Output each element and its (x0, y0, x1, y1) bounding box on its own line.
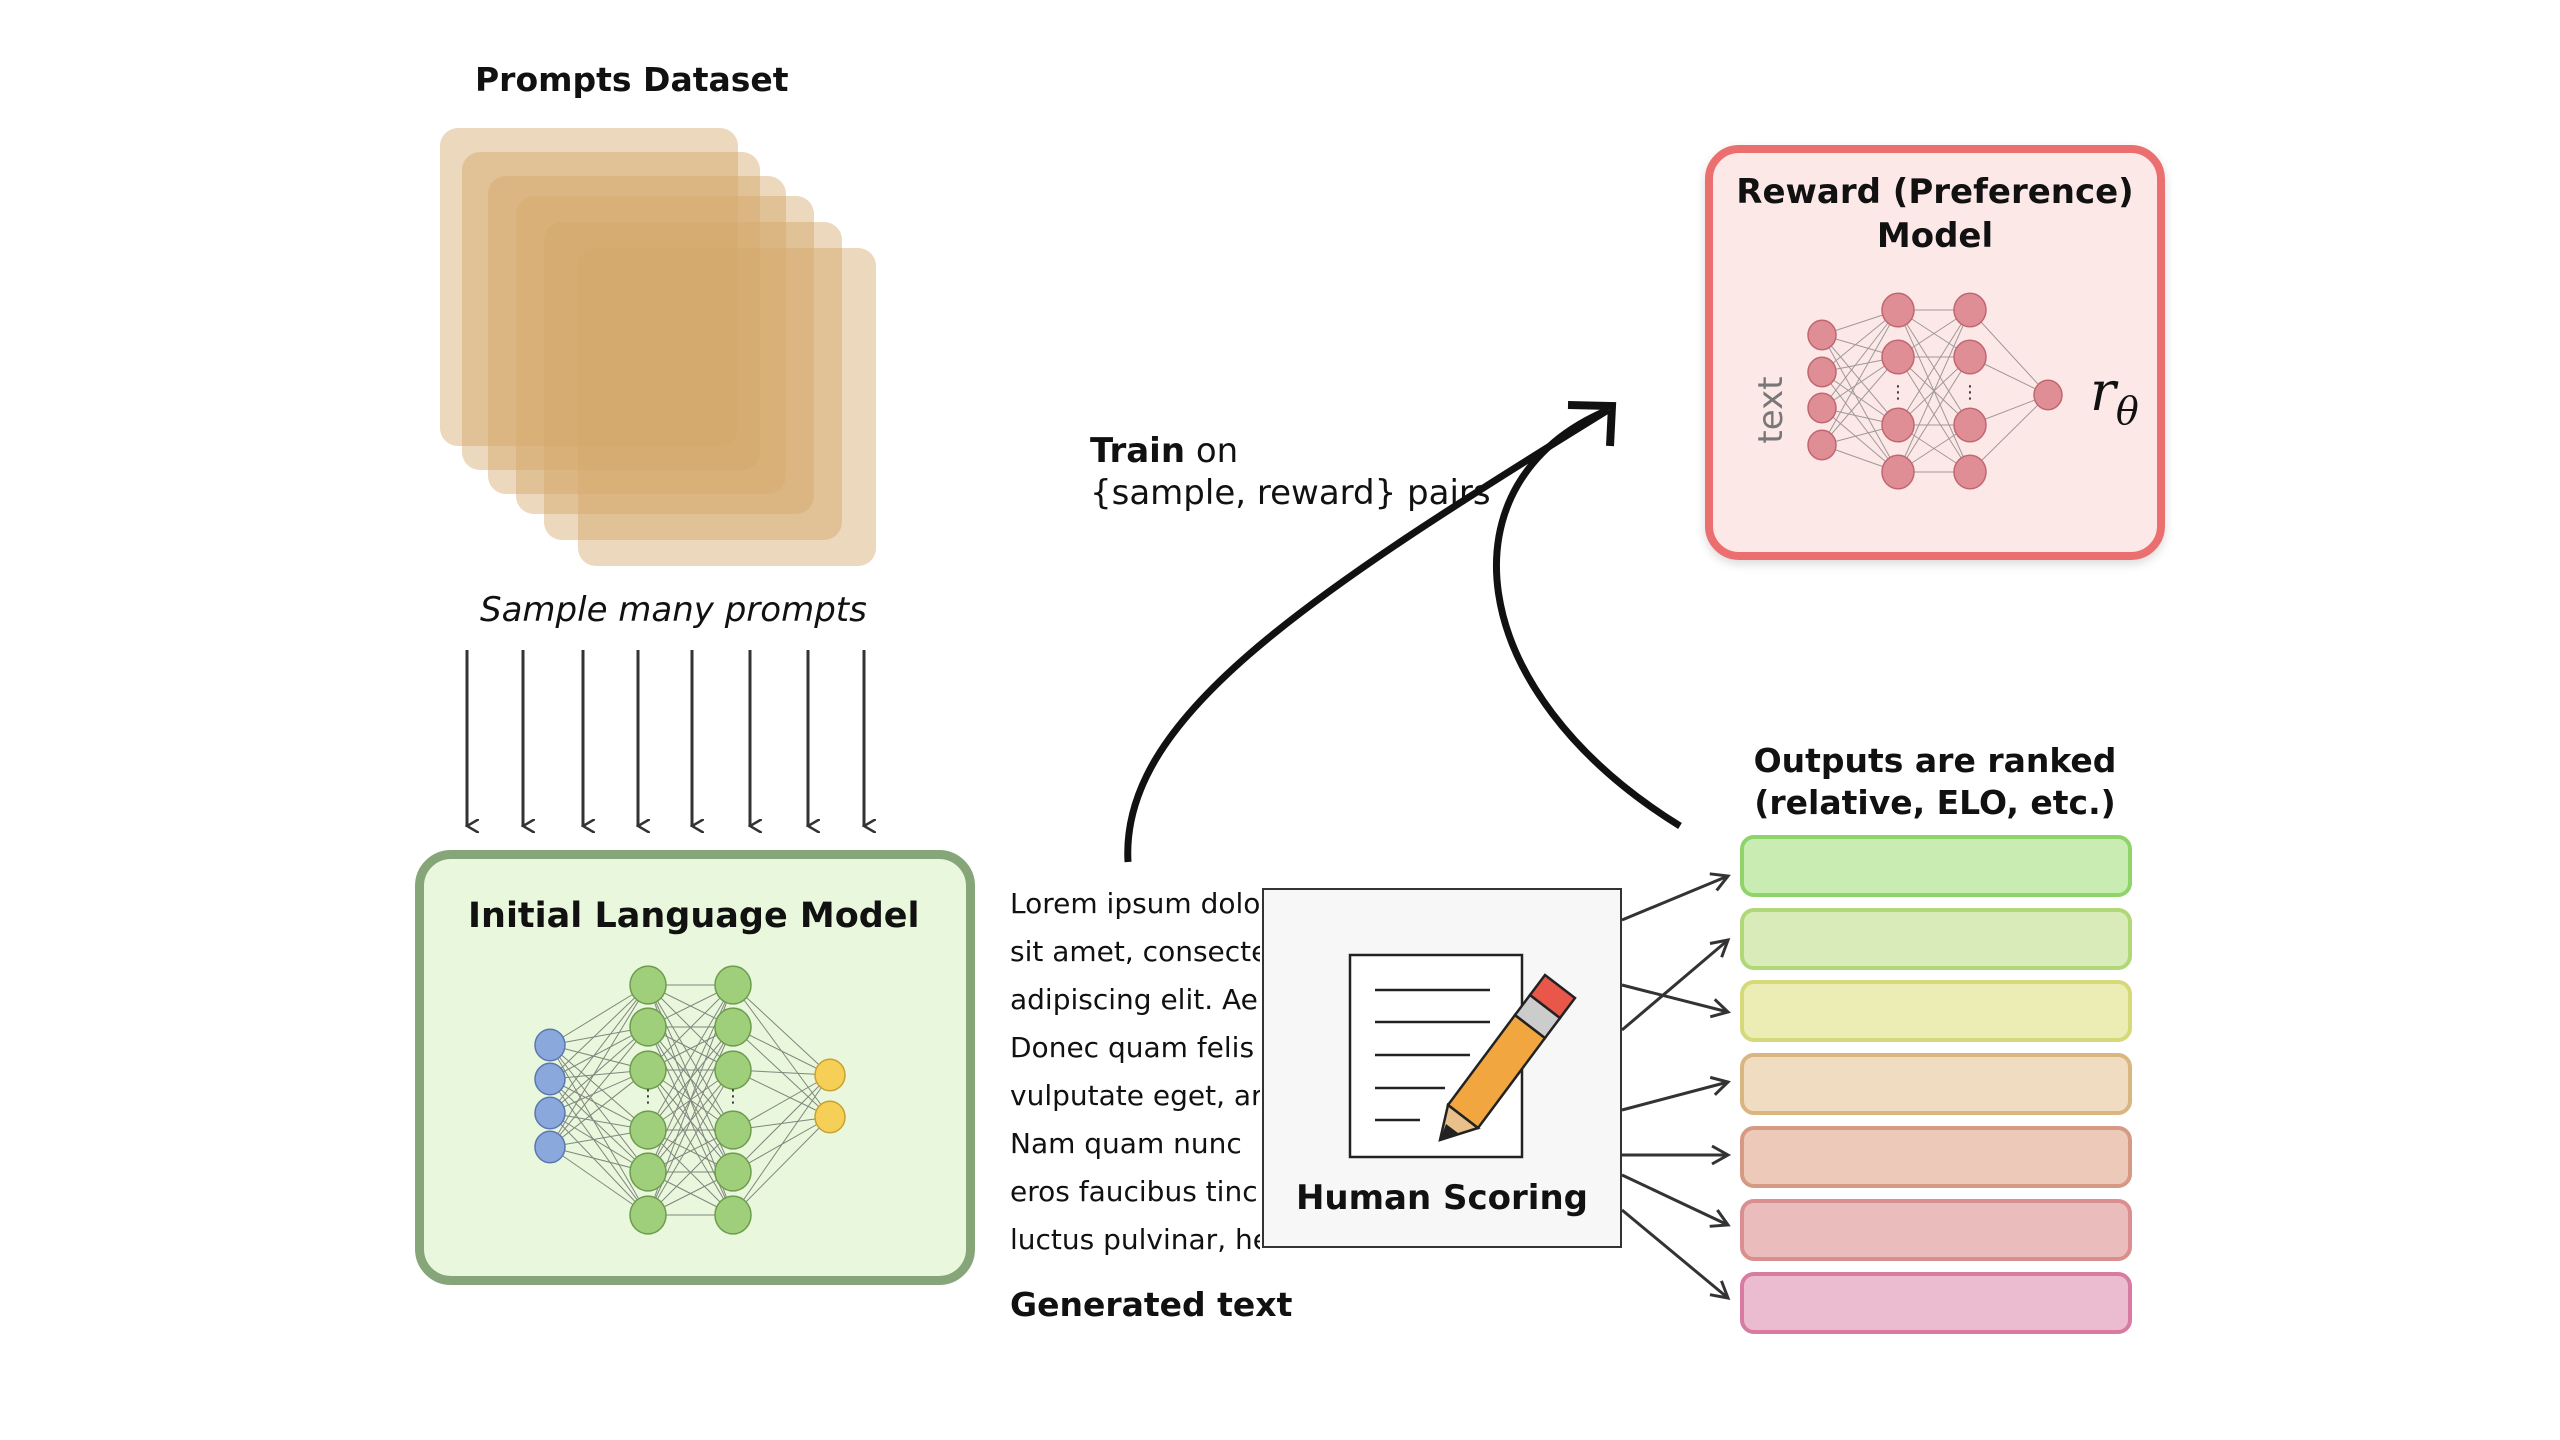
generated-text-line: Nam quam nunc (1010, 1127, 1242, 1160)
generated-text-line: Lorem ipsum dolor (1010, 887, 1260, 920)
generated-text-line: sit amet, consectet (1010, 935, 1260, 968)
train-label: Train on {sample, reward} pairs (1090, 430, 1491, 514)
network-node (1881, 454, 1915, 490)
network-node (1807, 356, 1837, 388)
network-node (534, 1062, 566, 1096)
ranked-output-bar (1740, 908, 2132, 970)
dataset-sheet (440, 128, 738, 446)
network-node (534, 1096, 566, 1130)
network-ellipsis: ⋮ (1961, 382, 1979, 403)
outputs-ranked-line2: (relative, ELO, etc.) (1754, 783, 2116, 822)
ranked-output-bar (1740, 1272, 2132, 1334)
network-ellipsis: ⋮ (639, 1086, 657, 1107)
network-node (2033, 379, 2063, 411)
generated-text-line: eros faucibus tincic (1010, 1175, 1260, 1208)
network-node (714, 1110, 752, 1150)
network-node (1953, 454, 1987, 490)
train-label-bold: Train (1090, 431, 1186, 471)
network-node (814, 1058, 846, 1092)
network-node (714, 965, 752, 1005)
generated-text-line: vulputate eget, arc (1010, 1079, 1260, 1112)
rm-input-label: text (1751, 376, 1791, 443)
network-node (629, 1195, 667, 1235)
train-label-rest: on (1185, 431, 1239, 471)
outputs-ranked-title: Outputs are ranked (relative, ELO, etc.) (1740, 740, 2130, 824)
network-node (714, 1152, 752, 1192)
network-node (1953, 407, 1987, 443)
ranked-output-bar (1740, 835, 2132, 897)
generated-text-block: Lorem ipsum dolor sit amet, consectet adip… (1010, 880, 1260, 1264)
train-arrow-left (1124, 407, 1610, 863)
sample-prompts-label: Sample many prompts (480, 590, 867, 630)
network-node (629, 1007, 667, 1047)
ranked-output-bar (1740, 1199, 2132, 1261)
initial-language-model-title: Initial Language Model (468, 896, 920, 936)
reward-model-title: Reward (Preference) Model (1705, 170, 2165, 258)
network-node (1881, 339, 1915, 375)
outputs-ranked-line1: Outputs are ranked (1753, 741, 2117, 780)
pencil-icon (1438, 973, 1577, 1142)
network-node (629, 1152, 667, 1192)
network-ellipsis: ⋮ (724, 1086, 742, 1107)
network-node (714, 1050, 752, 1090)
network-node (1807, 429, 1837, 461)
rm-output-symbol: rθ (2090, 360, 2139, 433)
train-label-line2: {sample, reward} pairs (1090, 473, 1491, 513)
dataset-sheet (578, 248, 876, 566)
network-node (629, 1050, 667, 1090)
train-arrow-right (1493, 406, 1682, 829)
network-node (1807, 392, 1837, 424)
network-node (714, 1195, 752, 1235)
generated-text-line: adipiscing elit. Aen (1010, 983, 1260, 1016)
ranked-output-bar (1740, 1053, 2132, 1115)
ranked-output-bar (1740, 980, 2132, 1042)
network-node (534, 1130, 566, 1164)
generated-text-line: Donec quam felis (1010, 1031, 1255, 1064)
network-node (1881, 407, 1915, 443)
network-node (1881, 292, 1915, 328)
network-node (1807, 319, 1837, 351)
network-node (629, 1110, 667, 1150)
network-node (534, 1028, 566, 1062)
network-node (629, 965, 667, 1005)
network-ellipsis: ⋮ (1889, 382, 1907, 403)
generated-text-title: Generated text (1010, 1285, 1293, 1324)
reward-model-title-line1: Reward (Preference) (1736, 172, 2134, 212)
human-scoring-label: Human Scoring (1295, 1178, 1589, 1218)
train-arrow-head (1567, 401, 1617, 447)
dataset-sheet (544, 222, 842, 540)
network-node (1953, 292, 1987, 328)
reward-model-title-line2: Model (1876, 216, 1994, 256)
network-node (714, 1007, 752, 1047)
dataset-sheet (516, 196, 814, 514)
reward-model-box (1705, 145, 2165, 560)
generated-text-line: luctus pulvinar, her (1010, 1223, 1260, 1256)
dataset-sheet (462, 152, 760, 470)
network-node (1953, 339, 1987, 375)
ranked-output-bar (1740, 1126, 2132, 1188)
dataset-sheet (488, 176, 786, 494)
prompts-dataset-title: Prompts Dataset (475, 60, 789, 99)
network-node (814, 1100, 846, 1134)
